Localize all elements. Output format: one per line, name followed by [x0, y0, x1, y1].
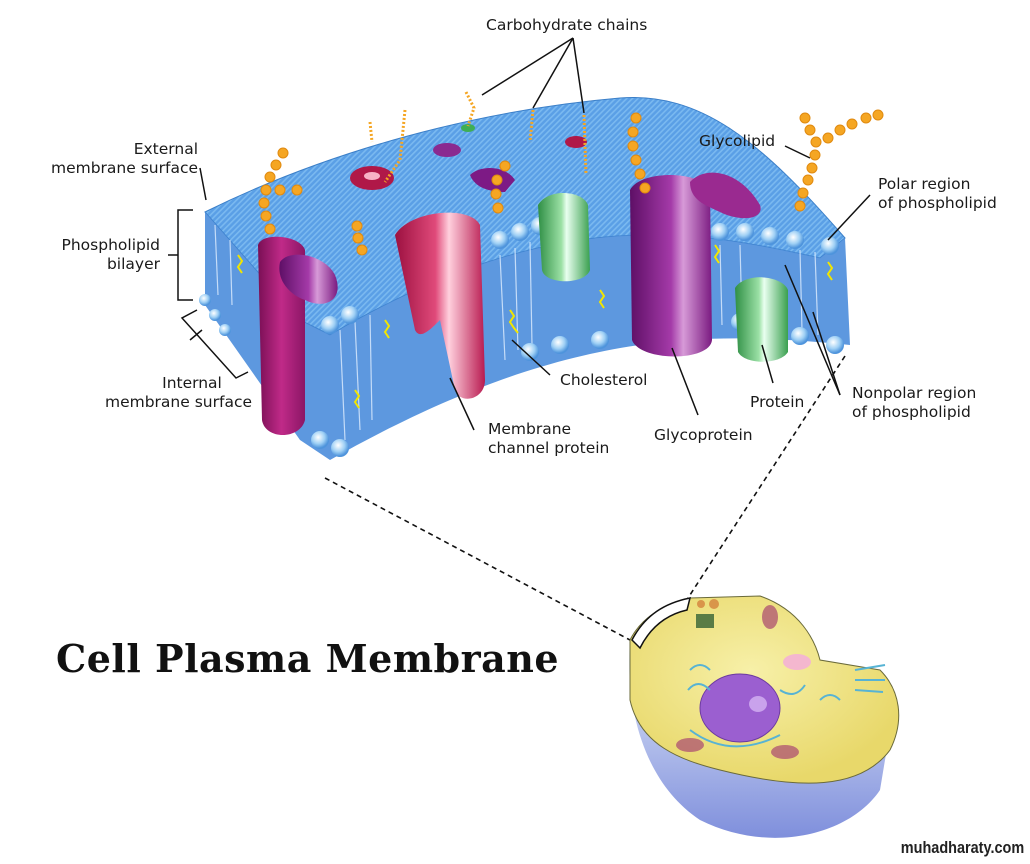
peripheral-protein-left	[279, 254, 338, 304]
nucleus	[699, 673, 781, 743]
label-line: Membrane	[488, 420, 572, 438]
surface-protein-green	[461, 124, 475, 132]
label-protein: Protein	[750, 393, 805, 411]
protein	[735, 277, 788, 362]
cholesterol-protein-green	[538, 192, 590, 282]
label-line: membrane surface	[50, 159, 198, 177]
label-line: Nonpolar region	[852, 384, 977, 402]
label-internal-membrane-surface: Internal membrane surface	[60, 374, 252, 412]
label-line: bilayer	[106, 255, 160, 273]
label-cholesterol: Cholesterol	[560, 371, 648, 389]
glycoprotein-cap	[690, 172, 761, 219]
label-line: External	[133, 140, 198, 158]
label-membrane-channel-protein: Membrane channel protein	[488, 420, 609, 458]
label-external-membrane-surface: External membrane surface	[40, 140, 198, 178]
label-line: Internal	[162, 374, 222, 392]
leader-lines	[168, 37, 871, 431]
surface-protein-purple	[433, 143, 461, 157]
label-line: Polar region	[878, 175, 971, 193]
page-title: Cell Plasma Membrane	[56, 636, 560, 681]
watermark: muhadharaty.com	[900, 838, 1024, 857]
surface-protein-red-small	[565, 136, 587, 148]
label-line: of phospholipid	[878, 194, 997, 212]
label-line: Phospholipid	[61, 236, 160, 254]
glycoprotein	[630, 175, 712, 357]
label-phospholipid-bilayer: Phospholipid bilayer	[40, 236, 160, 274]
zoom-connector-lines	[324, 355, 846, 641]
cholesterol-molecules	[236, 244, 834, 409]
cell-illustration	[629, 595, 900, 838]
label-carbohydrate-chains: Carbohydrate chains	[486, 16, 648, 34]
label-glycolipid: Glycolipid	[699, 132, 776, 150]
label-polar-region: Polar region of phospholipid	[878, 175, 997, 213]
label-glycoprotein: Glycoprotein	[654, 426, 753, 444]
label-line: channel protein	[488, 439, 610, 457]
thin-carb-chains	[368, 91, 588, 183]
label-line: membrane surface	[104, 393, 252, 411]
carbohydrate-chains	[258, 109, 884, 256]
label-line: of phospholipid	[852, 403, 971, 421]
label-nonpolar-region: Nonpolar region of phospholipid	[852, 384, 976, 422]
membrane-channel-protein	[395, 212, 485, 399]
